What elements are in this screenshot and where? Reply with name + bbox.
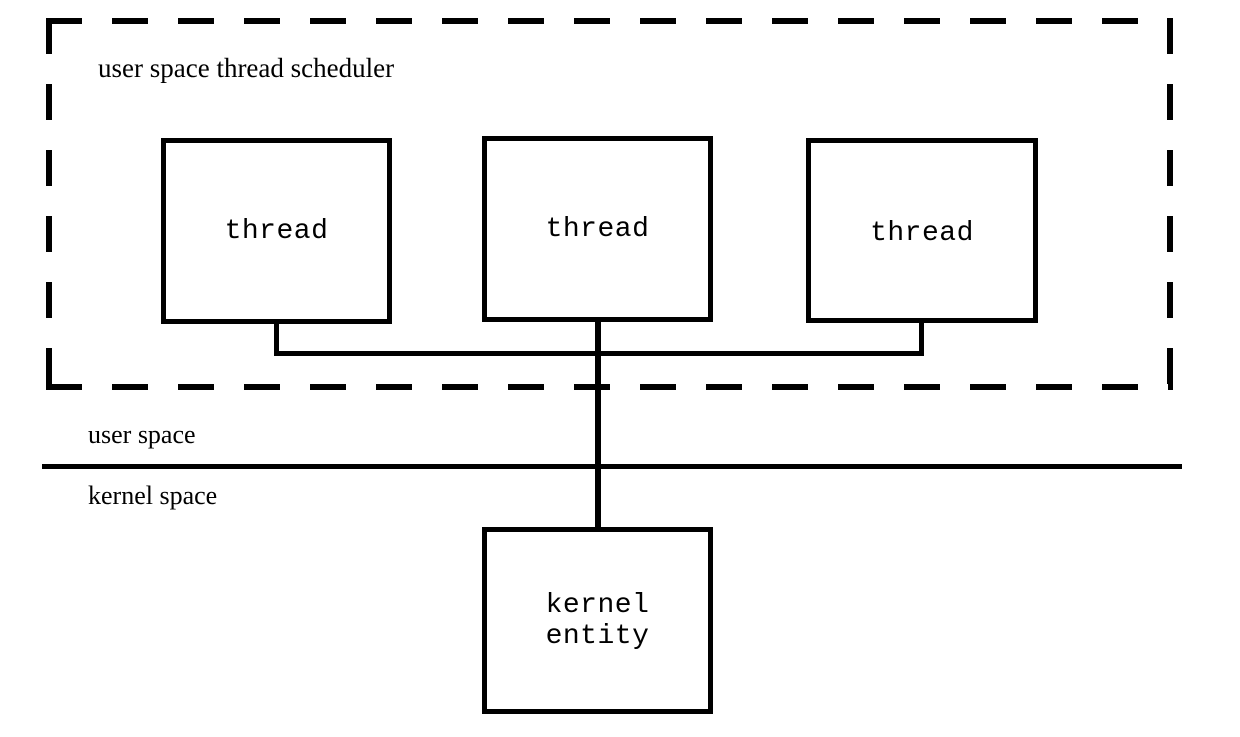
connector-trunk-to-kernel-entity bbox=[595, 320, 601, 530]
user-space-label: user space bbox=[88, 420, 196, 449]
boundary-right-edge bbox=[1167, 18, 1173, 390]
boundary-bottom-edge bbox=[46, 384, 1173, 390]
thread-box-3-label: thread bbox=[870, 218, 974, 249]
kernel-entity-box: kernel entity bbox=[482, 527, 713, 714]
thread-box-1: thread bbox=[161, 138, 392, 324]
thread-box-1-label: thread bbox=[224, 215, 329, 247]
boundary-top-edge bbox=[46, 18, 1173, 24]
boundary-left-edge bbox=[46, 18, 52, 390]
thread-box-2-label: thread bbox=[545, 213, 650, 245]
connector-stub-thread-3 bbox=[919, 321, 924, 354]
user-kernel-space-divider bbox=[42, 464, 1182, 469]
kernel-space-label: kernel space bbox=[88, 481, 218, 510]
kernel-entity-label: kernel entity bbox=[545, 589, 650, 652]
thread-box-3: thread bbox=[806, 138, 1038, 323]
scheduler-region-title: user space thread scheduler bbox=[98, 53, 395, 83]
connector-stub-thread-1 bbox=[274, 322, 279, 354]
thread-box-2: thread bbox=[482, 136, 713, 322]
user-space-scheduler-boundary bbox=[46, 18, 1173, 390]
